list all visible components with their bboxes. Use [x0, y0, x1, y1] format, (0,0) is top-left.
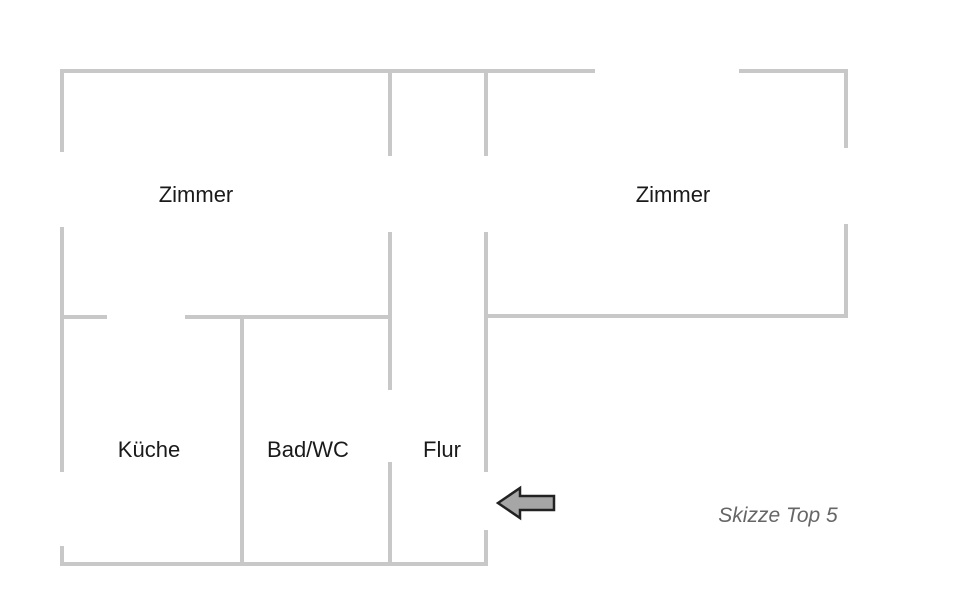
room-label-flur: Flur: [423, 437, 461, 462]
room-label-zimmer-left: Zimmer: [159, 182, 234, 207]
room-label-zimmer-right: Zimmer: [636, 182, 711, 207]
room-label-kueche: Küche: [118, 437, 180, 462]
arrow-left-icon: [495, 485, 556, 521]
walls: [60, 69, 848, 566]
plan-caption: Skizze Top 5: [718, 504, 838, 527]
room-label-bad-wc: Bad/WC: [267, 437, 349, 462]
